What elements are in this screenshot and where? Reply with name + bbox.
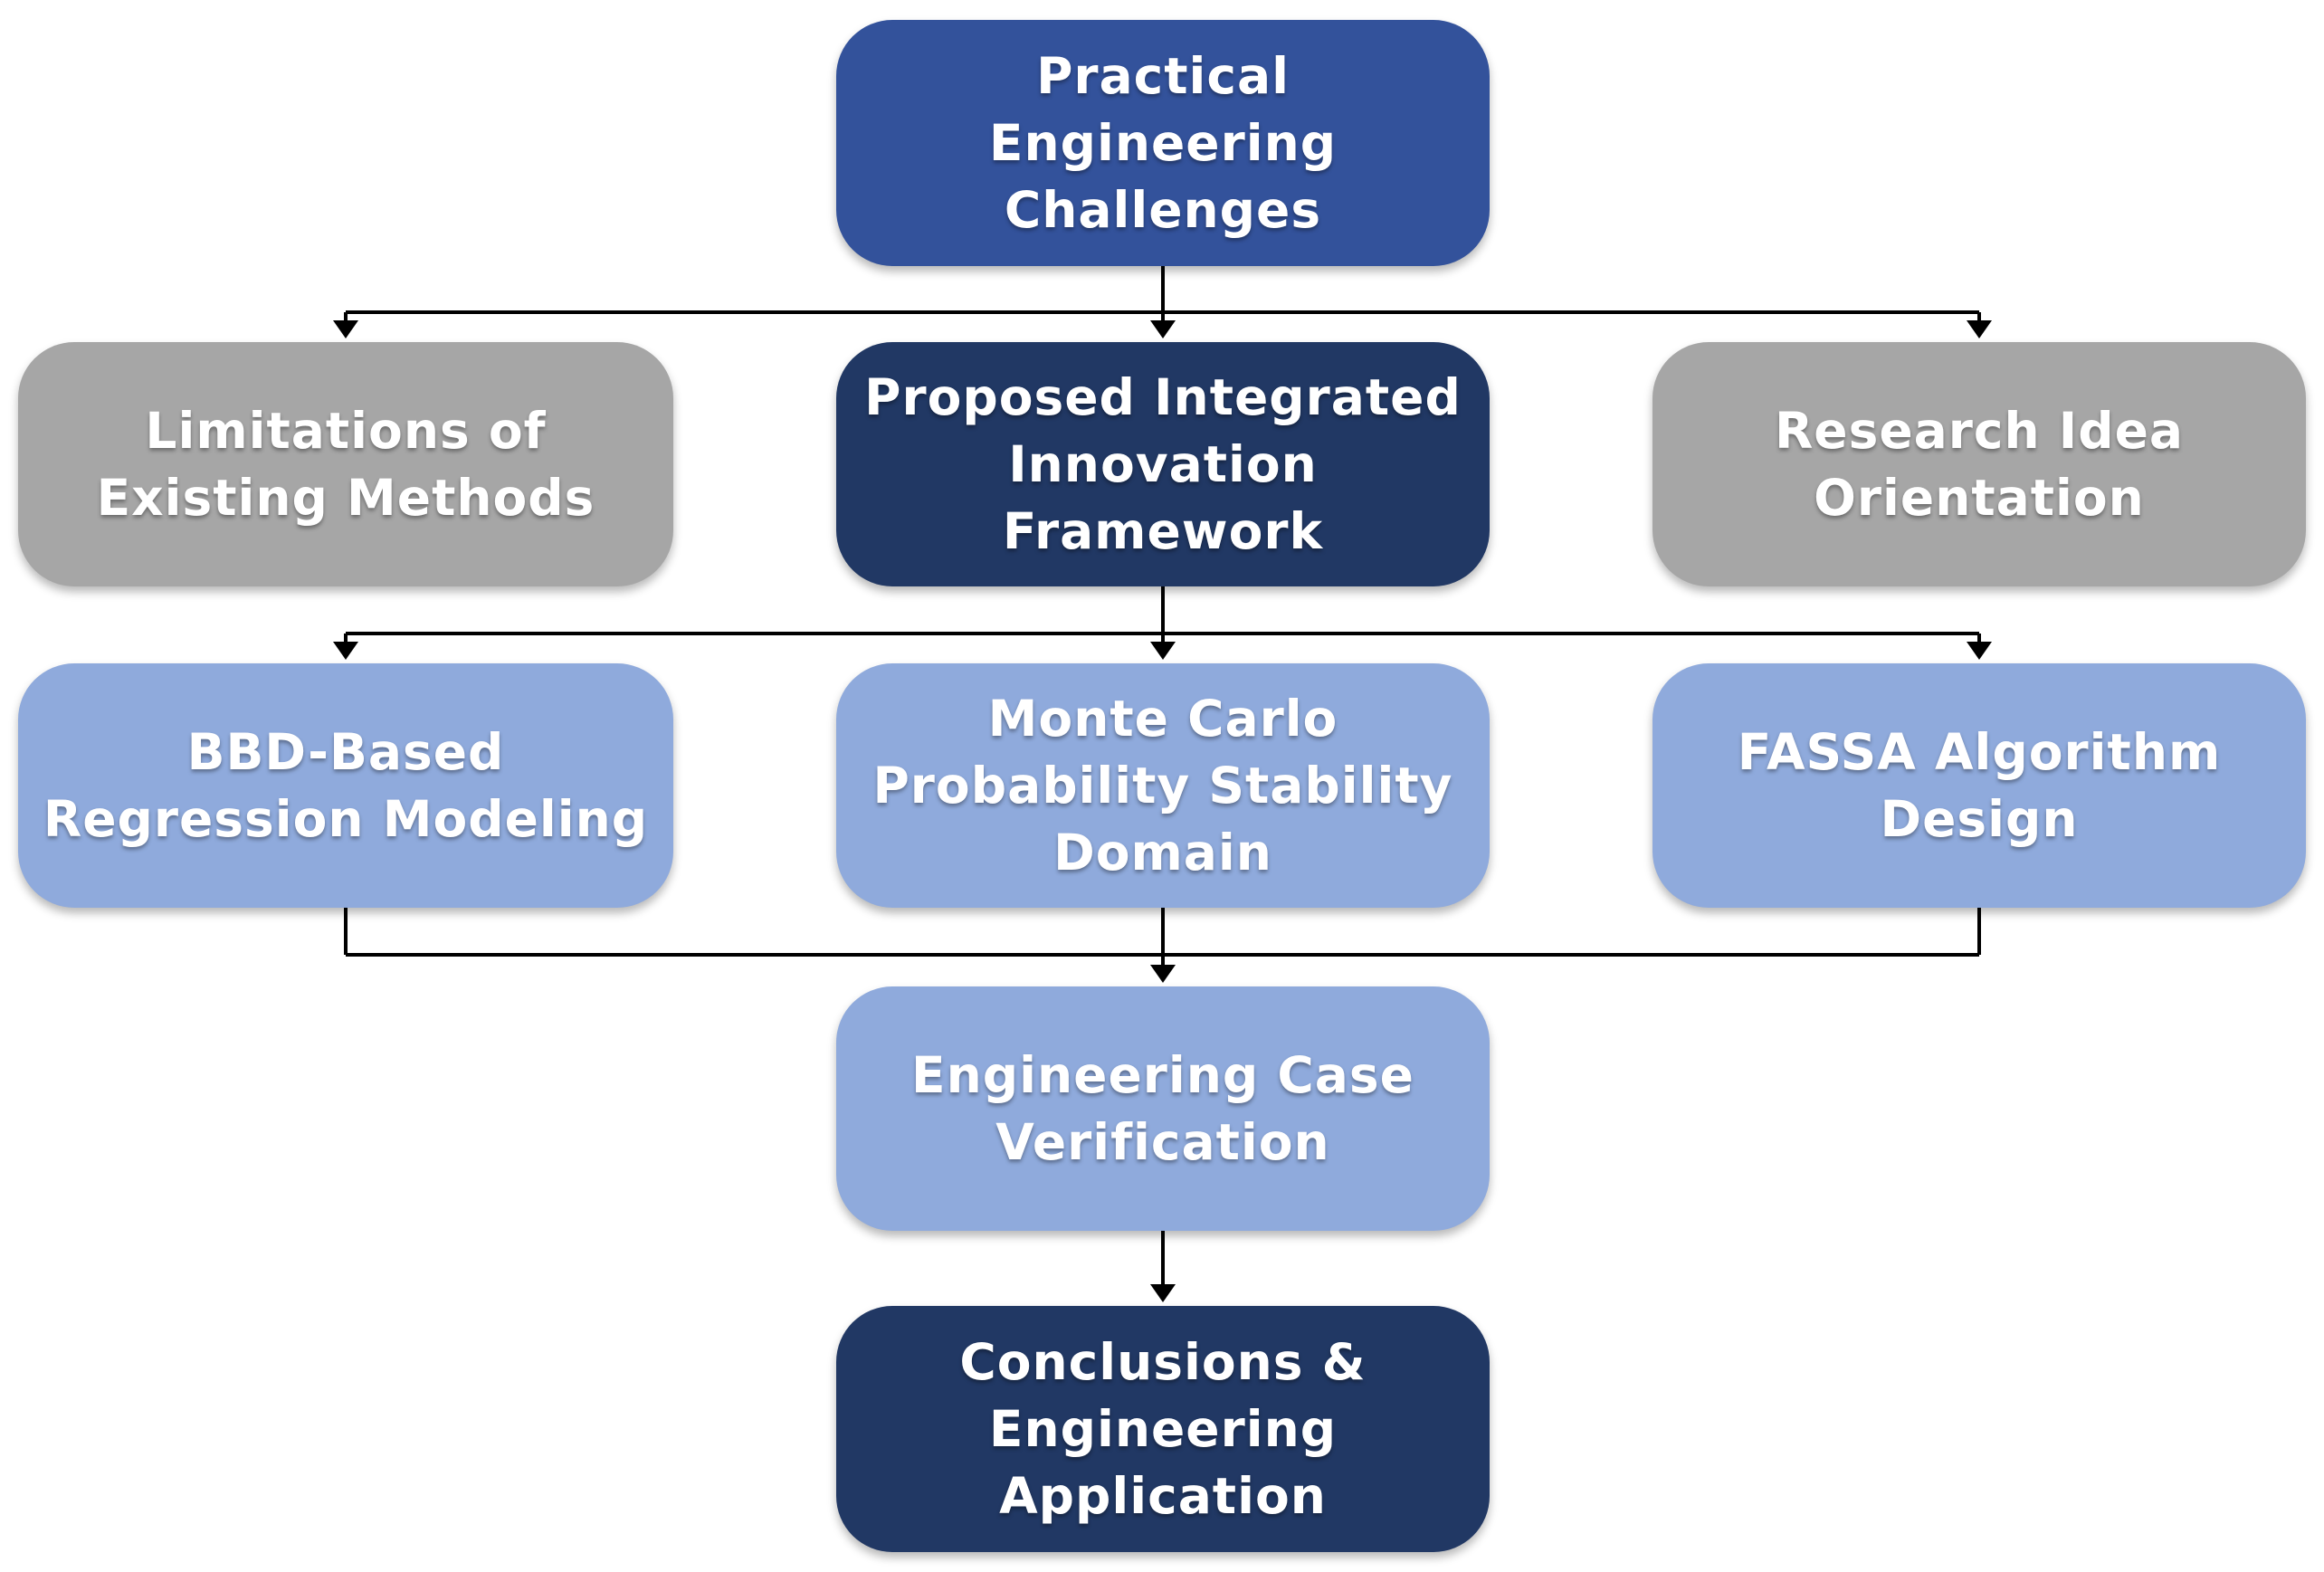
arrowhead-framework (1150, 320, 1176, 338)
arrowhead-research-idea (1967, 320, 1992, 338)
arrowhead-conclusions (1150, 1284, 1176, 1302)
node-label: Proposed Integrated Innovation Framework (864, 368, 1462, 560)
arrowhead-verification (1150, 965, 1176, 983)
node-fassa-algorithm-design: FASSA Algorithm Design (1653, 663, 2306, 908)
arrowhead-limitations (333, 320, 358, 338)
node-label: BBD-Based Regression Modeling (43, 723, 649, 848)
arrowhead-monte-carlo (1150, 642, 1176, 660)
node-proposed-integrated-innovation-framework: Proposed Integrated Innovation Framework (836, 342, 1490, 586)
node-label: Monte Carlo Probability Stability Domain (872, 690, 1453, 881)
node-label: Practical Engineering Challenges (988, 47, 1338, 239)
node-conclusions-engineering-application: Conclusions & Engineering Application (836, 1306, 1490, 1552)
node-label: Conclusions & Engineering Application (959, 1333, 1367, 1525)
node-monte-carlo-probability-stability-domain: Monte Carlo Probability Stability Domain (836, 663, 1490, 908)
node-label: Limitations of Existing Methods (96, 402, 595, 527)
node-limitations-of-existing-methods: Limitations of Existing Methods (18, 342, 673, 586)
node-label: Engineering Case Verification (911, 1046, 1414, 1171)
node-label: FASSA Algorithm Design (1737, 723, 2222, 848)
node-research-idea-orientation: Research Idea Orientation (1653, 342, 2306, 586)
node-label: Research Idea Orientation (1774, 402, 2185, 527)
arrowhead-bbd (333, 642, 358, 660)
node-practical-engineering-challenges: Practical Engineering Challenges (836, 20, 1490, 266)
arrowhead-fassa (1967, 642, 1992, 660)
node-bbd-based-regression-modeling: BBD-Based Regression Modeling (18, 663, 673, 908)
node-engineering-case-verification: Engineering Case Verification (836, 986, 1490, 1231)
